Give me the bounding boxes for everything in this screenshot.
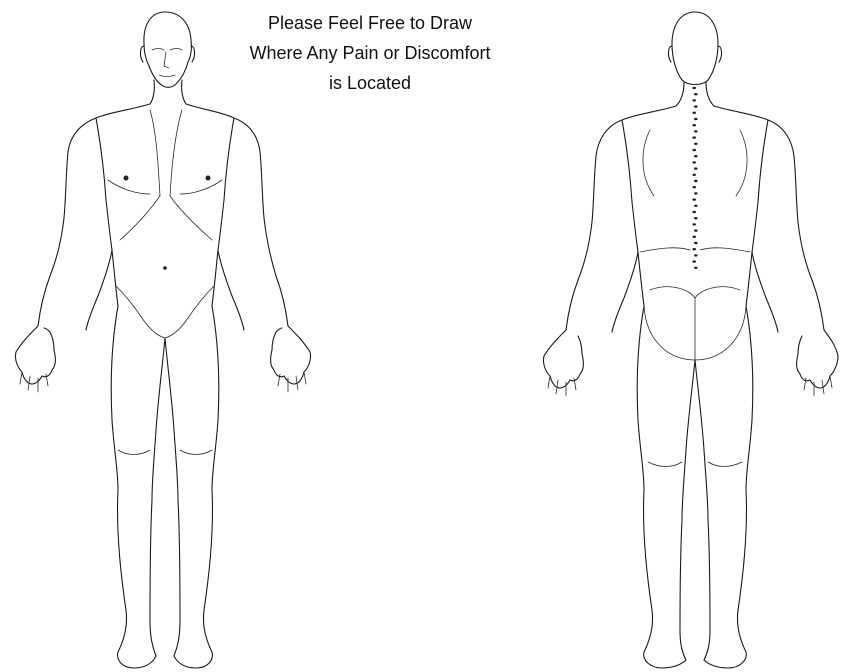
- spine-vertebra: [692, 174, 696, 176]
- back-left-scapula: [643, 130, 654, 196]
- spine-vertebra: [692, 211, 696, 213]
- spine-vertebra: [694, 105, 698, 107]
- spine-vertebra: [692, 248, 696, 250]
- spine-vertebra: [692, 149, 696, 151]
- front-right-foot: [174, 652, 212, 668]
- back-body-figure[interactable]: [543, 12, 838, 668]
- spine-vertebra: [692, 260, 696, 262]
- spine-vertebra: [692, 99, 696, 101]
- front-groin: [142, 318, 188, 338]
- front-left-eye: [152, 49, 164, 51]
- back-head: [672, 12, 718, 85]
- front-body-figure[interactable]: [15, 12, 310, 668]
- front-left-foot: [118, 652, 156, 668]
- front-right-leg: [203, 306, 218, 652]
- spine-vertebra: [692, 236, 696, 238]
- spine-vertebra: [694, 205, 698, 207]
- spine-vertebra: [692, 112, 696, 114]
- back-right-foot: [704, 652, 746, 668]
- spine-vertebra: [694, 217, 698, 219]
- back-right-leg: [737, 306, 752, 652]
- front-left-leg: [111, 306, 126, 652]
- spine-vertebra: [694, 192, 698, 194]
- spine-vertebra: [694, 93, 698, 95]
- spine-vertebra: [692, 124, 696, 126]
- spine-vertebra: [694, 155, 698, 157]
- spine-vertebra: [692, 223, 696, 225]
- front-torso-right: [186, 104, 288, 326]
- front-mouth: [159, 75, 175, 77]
- back-left-leg: [637, 306, 652, 652]
- front-torso-left: [38, 104, 150, 326]
- back-left-foot: [644, 652, 686, 668]
- back-right-scapula: [736, 130, 747, 196]
- back-right-hand: [797, 330, 838, 388]
- back-torso-right: [714, 106, 824, 330]
- spine-vertebra: [694, 242, 698, 244]
- spine-vertebra: [694, 267, 698, 269]
- spine-vertebra: [692, 87, 696, 89]
- spine-vertebra: [694, 143, 698, 145]
- spine-vertebra: [694, 254, 698, 256]
- spine-vertebra: [694, 167, 698, 169]
- spine-vertebra: [694, 229, 698, 231]
- front-head: [144, 12, 191, 87]
- front-navel: [163, 266, 167, 270]
- front-right-eye: [170, 49, 182, 51]
- spine-vertebra: [692, 198, 696, 200]
- spine-vertebra: [692, 161, 696, 163]
- front-right-nipple: [206, 176, 211, 181]
- back-torso-left: [566, 106, 676, 330]
- spine-vertebra: [692, 186, 696, 188]
- spine-vertebra: [692, 136, 696, 138]
- spine-vertebra: [694, 118, 698, 120]
- spine-vertebra: [694, 130, 698, 132]
- front-nose: [164, 52, 169, 68]
- front-left-nipple: [124, 176, 129, 181]
- spine-vertebra: [694, 180, 698, 182]
- back-spine: [692, 87, 697, 269]
